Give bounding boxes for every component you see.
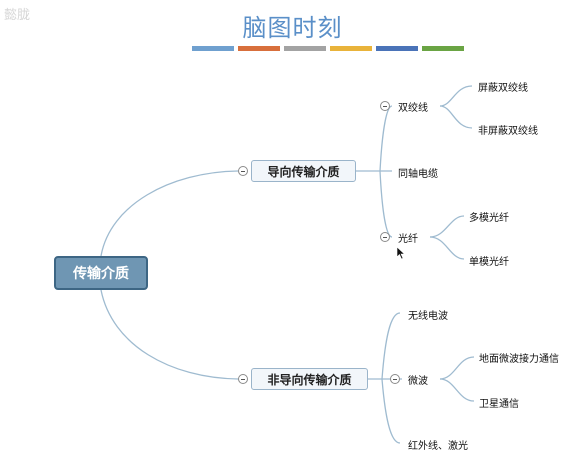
collapse-microwave-icon[interactable] (390, 374, 400, 384)
collapse-guided-icon[interactable] (238, 166, 248, 176)
title-bar-5 (376, 46, 418, 51)
connector-twisted-shielded (439, 85, 473, 107)
node-multimode-fiber[interactable]: 多模光纤 (469, 213, 509, 224)
collapse-fiber-icon[interactable] (380, 232, 390, 242)
root-node[interactable]: 传输介质 (54, 256, 148, 290)
node-radio-waves[interactable]: 无线电波 (408, 311, 448, 322)
connector-unguided-infrared (381, 378, 401, 444)
node-coaxial-cable[interactable]: 同轴电缆 (398, 169, 438, 180)
title-bar-6 (422, 46, 464, 51)
connector-root-unguided (100, 289, 239, 380)
title-bar-1 (192, 46, 234, 51)
node-terrestrial-microwave-relay[interactable]: 地面微波接力通信 (479, 354, 559, 365)
connector-unguided-radio (381, 312, 401, 380)
node-unshielded-twisted-pair[interactable]: 非屏蔽双绞线 (478, 126, 538, 137)
node-optical-fiber[interactable]: 光纤 (398, 234, 418, 245)
connector-microwave-terrestrial (439, 356, 475, 380)
node-twisted-pair[interactable]: 双绞线 (398, 103, 428, 114)
collapse-twisted-pair-icon[interactable] (380, 101, 390, 111)
connector-root-guided (100, 170, 239, 257)
title-bar-4 (330, 46, 372, 51)
connector-twisted-unshielded (439, 105, 473, 129)
connector-fiber-multimode (429, 215, 465, 238)
mouse-cursor-icon (396, 246, 406, 260)
node-singlemode-fiber[interactable]: 单模光纤 (469, 257, 509, 268)
node-unguided-media[interactable]: 非导向传输介质 (251, 368, 368, 390)
connector-guided-fiber (379, 170, 393, 238)
node-guided-media[interactable]: 导向传输介质 (251, 160, 356, 182)
node-infrared-laser[interactable]: 红外线、激光 (408, 441, 468, 452)
title-bar-2 (238, 46, 280, 51)
connector-microwave-satellite (439, 378, 475, 402)
node-shielded-twisted-pair[interactable]: 屏蔽双绞线 (478, 83, 528, 94)
node-satellite-communication[interactable]: 卫星通信 (479, 399, 519, 410)
page-title: 脑图时刻 (242, 14, 343, 42)
node-microwave[interactable]: 微波 (408, 376, 428, 387)
watermark: 懿胧 (4, 8, 31, 23)
collapse-unguided-icon[interactable] (238, 374, 248, 384)
connector-guided-twisted (379, 105, 393, 172)
connector-fiber-singlemode (429, 236, 465, 260)
title-bar-3 (284, 46, 326, 51)
